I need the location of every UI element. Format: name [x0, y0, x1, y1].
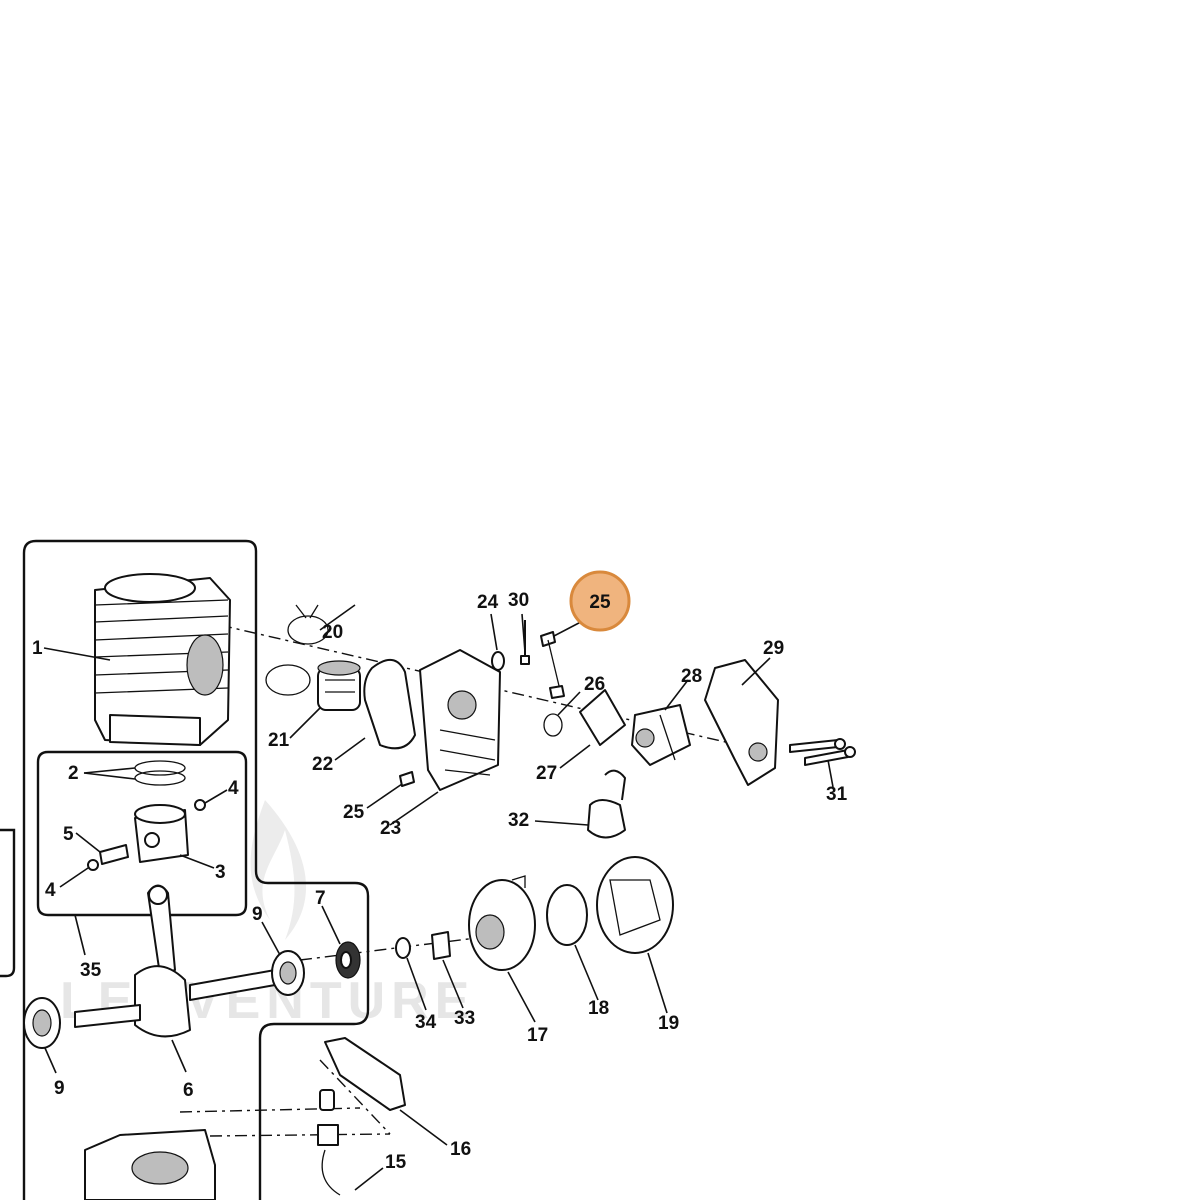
inset-frame-piston: [36, 750, 248, 917]
callout-18: 18: [588, 998, 609, 1019]
callout-26: 26: [584, 674, 605, 695]
callout-16: 16: [450, 1139, 471, 1160]
callout-31: 31: [826, 784, 848, 805]
part-5-pin: [99, 844, 129, 865]
callout-24: 24: [477, 592, 499, 613]
part-16-oil-pump: [317, 1037, 406, 1146]
callout-25-lower: 25: [343, 802, 365, 823]
part-4-clip-lower: [87, 859, 99, 871]
callout-30: 30: [508, 590, 529, 611]
part-29-plate: [704, 659, 779, 786]
callout-20: 20: [322, 622, 343, 643]
part-27-carb-gasket: [579, 689, 626, 746]
callout-6: 6: [183, 1080, 194, 1101]
part-24-washer: [491, 651, 505, 671]
leader-lines: [43, 612, 834, 1191]
callout-17: 17: [527, 1025, 548, 1046]
part-32-intake-boot: [587, 769, 626, 839]
part-25-bolts: [399, 631, 565, 787]
part-33-spacer: [431, 931, 451, 960]
callout-1: 1: [32, 638, 43, 659]
callout-labels: 1 20 21 22 23 25 24 30 26 27 28 29 31 32…: [32, 590, 848, 1173]
part-21-intake: [317, 660, 361, 711]
callout-35: 35: [80, 960, 102, 981]
part-17-clutch-drum: [468, 875, 536, 971]
callout-28: 28: [681, 666, 702, 687]
part-9-bearing-right: [271, 950, 305, 996]
callout-33: 33: [454, 1008, 475, 1029]
callout-5: 5: [63, 824, 74, 845]
callout-21: 21: [268, 730, 290, 751]
part-1-cylinder: [94, 573, 231, 746]
callout-29: 29: [763, 638, 784, 659]
part-20-clamp: [265, 604, 356, 696]
callout-27: 27: [536, 763, 557, 784]
callout-32: 32: [508, 810, 529, 831]
watermark-flame-logo: [250, 800, 307, 940]
part-9-bearing-left: [23, 997, 61, 1049]
part-19-clutch: [596, 856, 674, 954]
callout-34: 34: [415, 1012, 437, 1033]
highlight-label: 25: [589, 592, 611, 613]
part-23-carb-mount: [419, 649, 501, 791]
part-7-seal: [335, 941, 361, 979]
callout-9-left: 9: [54, 1078, 65, 1099]
part-22-gasket: [363, 659, 416, 750]
part-4-clip-upper: [194, 799, 206, 811]
highlight-callout-25[interactable]: 25: [569, 570, 631, 632]
callout-4-upper: 4: [228, 778, 239, 799]
part-34-washer: [395, 937, 411, 959]
crankcase-base: [84, 1129, 216, 1200]
callout-4-lower: 4: [45, 880, 56, 901]
callout-23: 23: [380, 818, 401, 839]
callout-15: 15: [385, 1152, 407, 1173]
callout-9-right: 9: [252, 904, 263, 925]
part-28-carburetor: [631, 704, 691, 766]
part-18-washer: [546, 884, 588, 946]
frame-edge-left: [0, 828, 16, 978]
callout-3: 3: [215, 862, 226, 883]
part-2-rings: [134, 760, 186, 786]
part-6-crankshaft: [74, 884, 276, 1038]
callout-2: 2: [68, 763, 79, 784]
part-3-piston: [134, 804, 189, 863]
part-26-clip: [543, 713, 563, 737]
callout-7: 7: [315, 888, 326, 909]
inset-frame-cylinder: [22, 539, 370, 1200]
callout-19: 19: [658, 1013, 679, 1034]
callout-22: 22: [312, 754, 333, 775]
highlight-circle[interactable]: [569, 570, 631, 632]
part-15-hose: [321, 1149, 341, 1196]
part-31-long-bolts: [789, 738, 856, 766]
